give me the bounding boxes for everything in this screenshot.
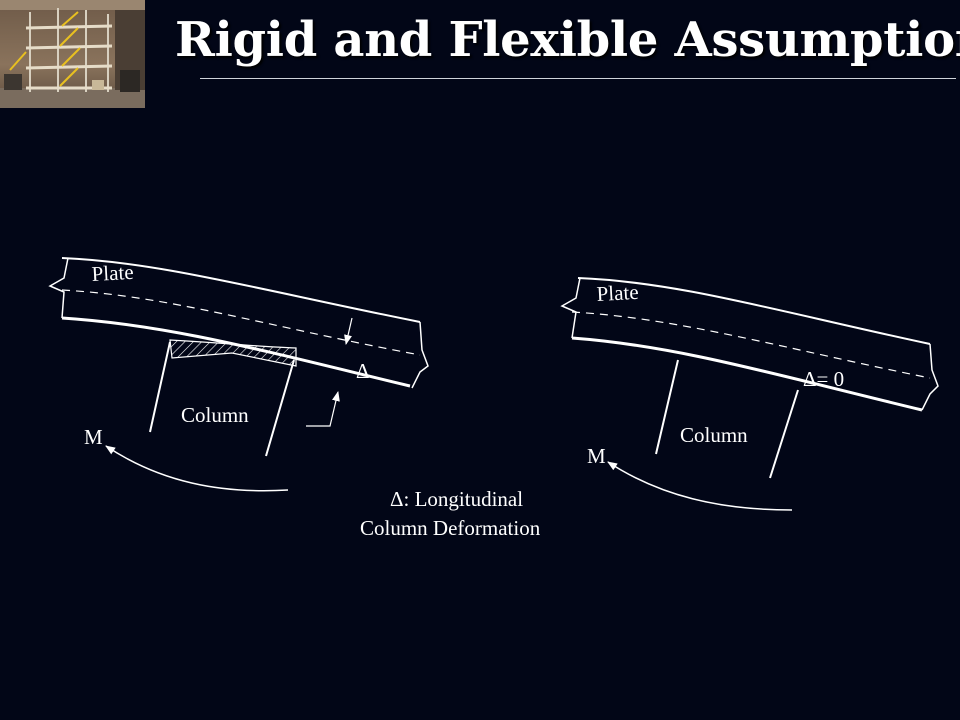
right-moment-arrow (607, 461, 793, 511)
right-plate-neutral-axis (571, 311, 931, 379)
delta-legend: Δ: Longitudinal Column Deformation (360, 487, 541, 540)
flexible-diagram: Plate Column M Δ (48, 257, 429, 492)
building-test-frame-photo (0, 0, 145, 108)
legend-line-2: Column Deformation (360, 516, 541, 540)
left-delta-dimension-top (344, 317, 353, 345)
right-plate-label: Plate (596, 280, 639, 306)
right-moment-label: M (587, 444, 606, 468)
right-column-label: Column (680, 423, 748, 447)
right-delta-label: Δ= 0 (803, 367, 844, 391)
left-delta-dimension-bottom (306, 391, 340, 427)
left-deformation-hatch (169, 339, 297, 367)
left-plate-neutral-axis (61, 289, 421, 356)
left-column-left-line (149, 341, 171, 433)
right-plate-bottom-edge (571, 336, 923, 412)
right-plate-top-edge (577, 277, 931, 345)
left-plate-left-break (48, 257, 69, 319)
legend-line-1: Δ: Longitudinal (390, 487, 523, 511)
right-plate-right-break (921, 343, 939, 411)
left-plate-bottom-edge (61, 316, 411, 388)
left-plate-top-edge (61, 257, 421, 323)
right-column-right-line (769, 389, 799, 479)
slide-title: Rigid and Flexible Assumption (175, 12, 960, 68)
left-plate-label: Plate (91, 260, 134, 286)
left-column-right-line (265, 359, 295, 457)
left-plate-right-break (411, 321, 429, 389)
right-column-left-line (655, 359, 679, 455)
left-moment-label: M (84, 425, 103, 449)
left-moment-arrow (105, 445, 289, 492)
rigid-diagram: Plate Column M Δ= 0 (560, 277, 939, 511)
title-underline (200, 78, 956, 79)
left-delta-label: Δ (356, 359, 370, 383)
right-plate-left-break (560, 277, 581, 339)
left-column-label: Column (181, 403, 249, 427)
